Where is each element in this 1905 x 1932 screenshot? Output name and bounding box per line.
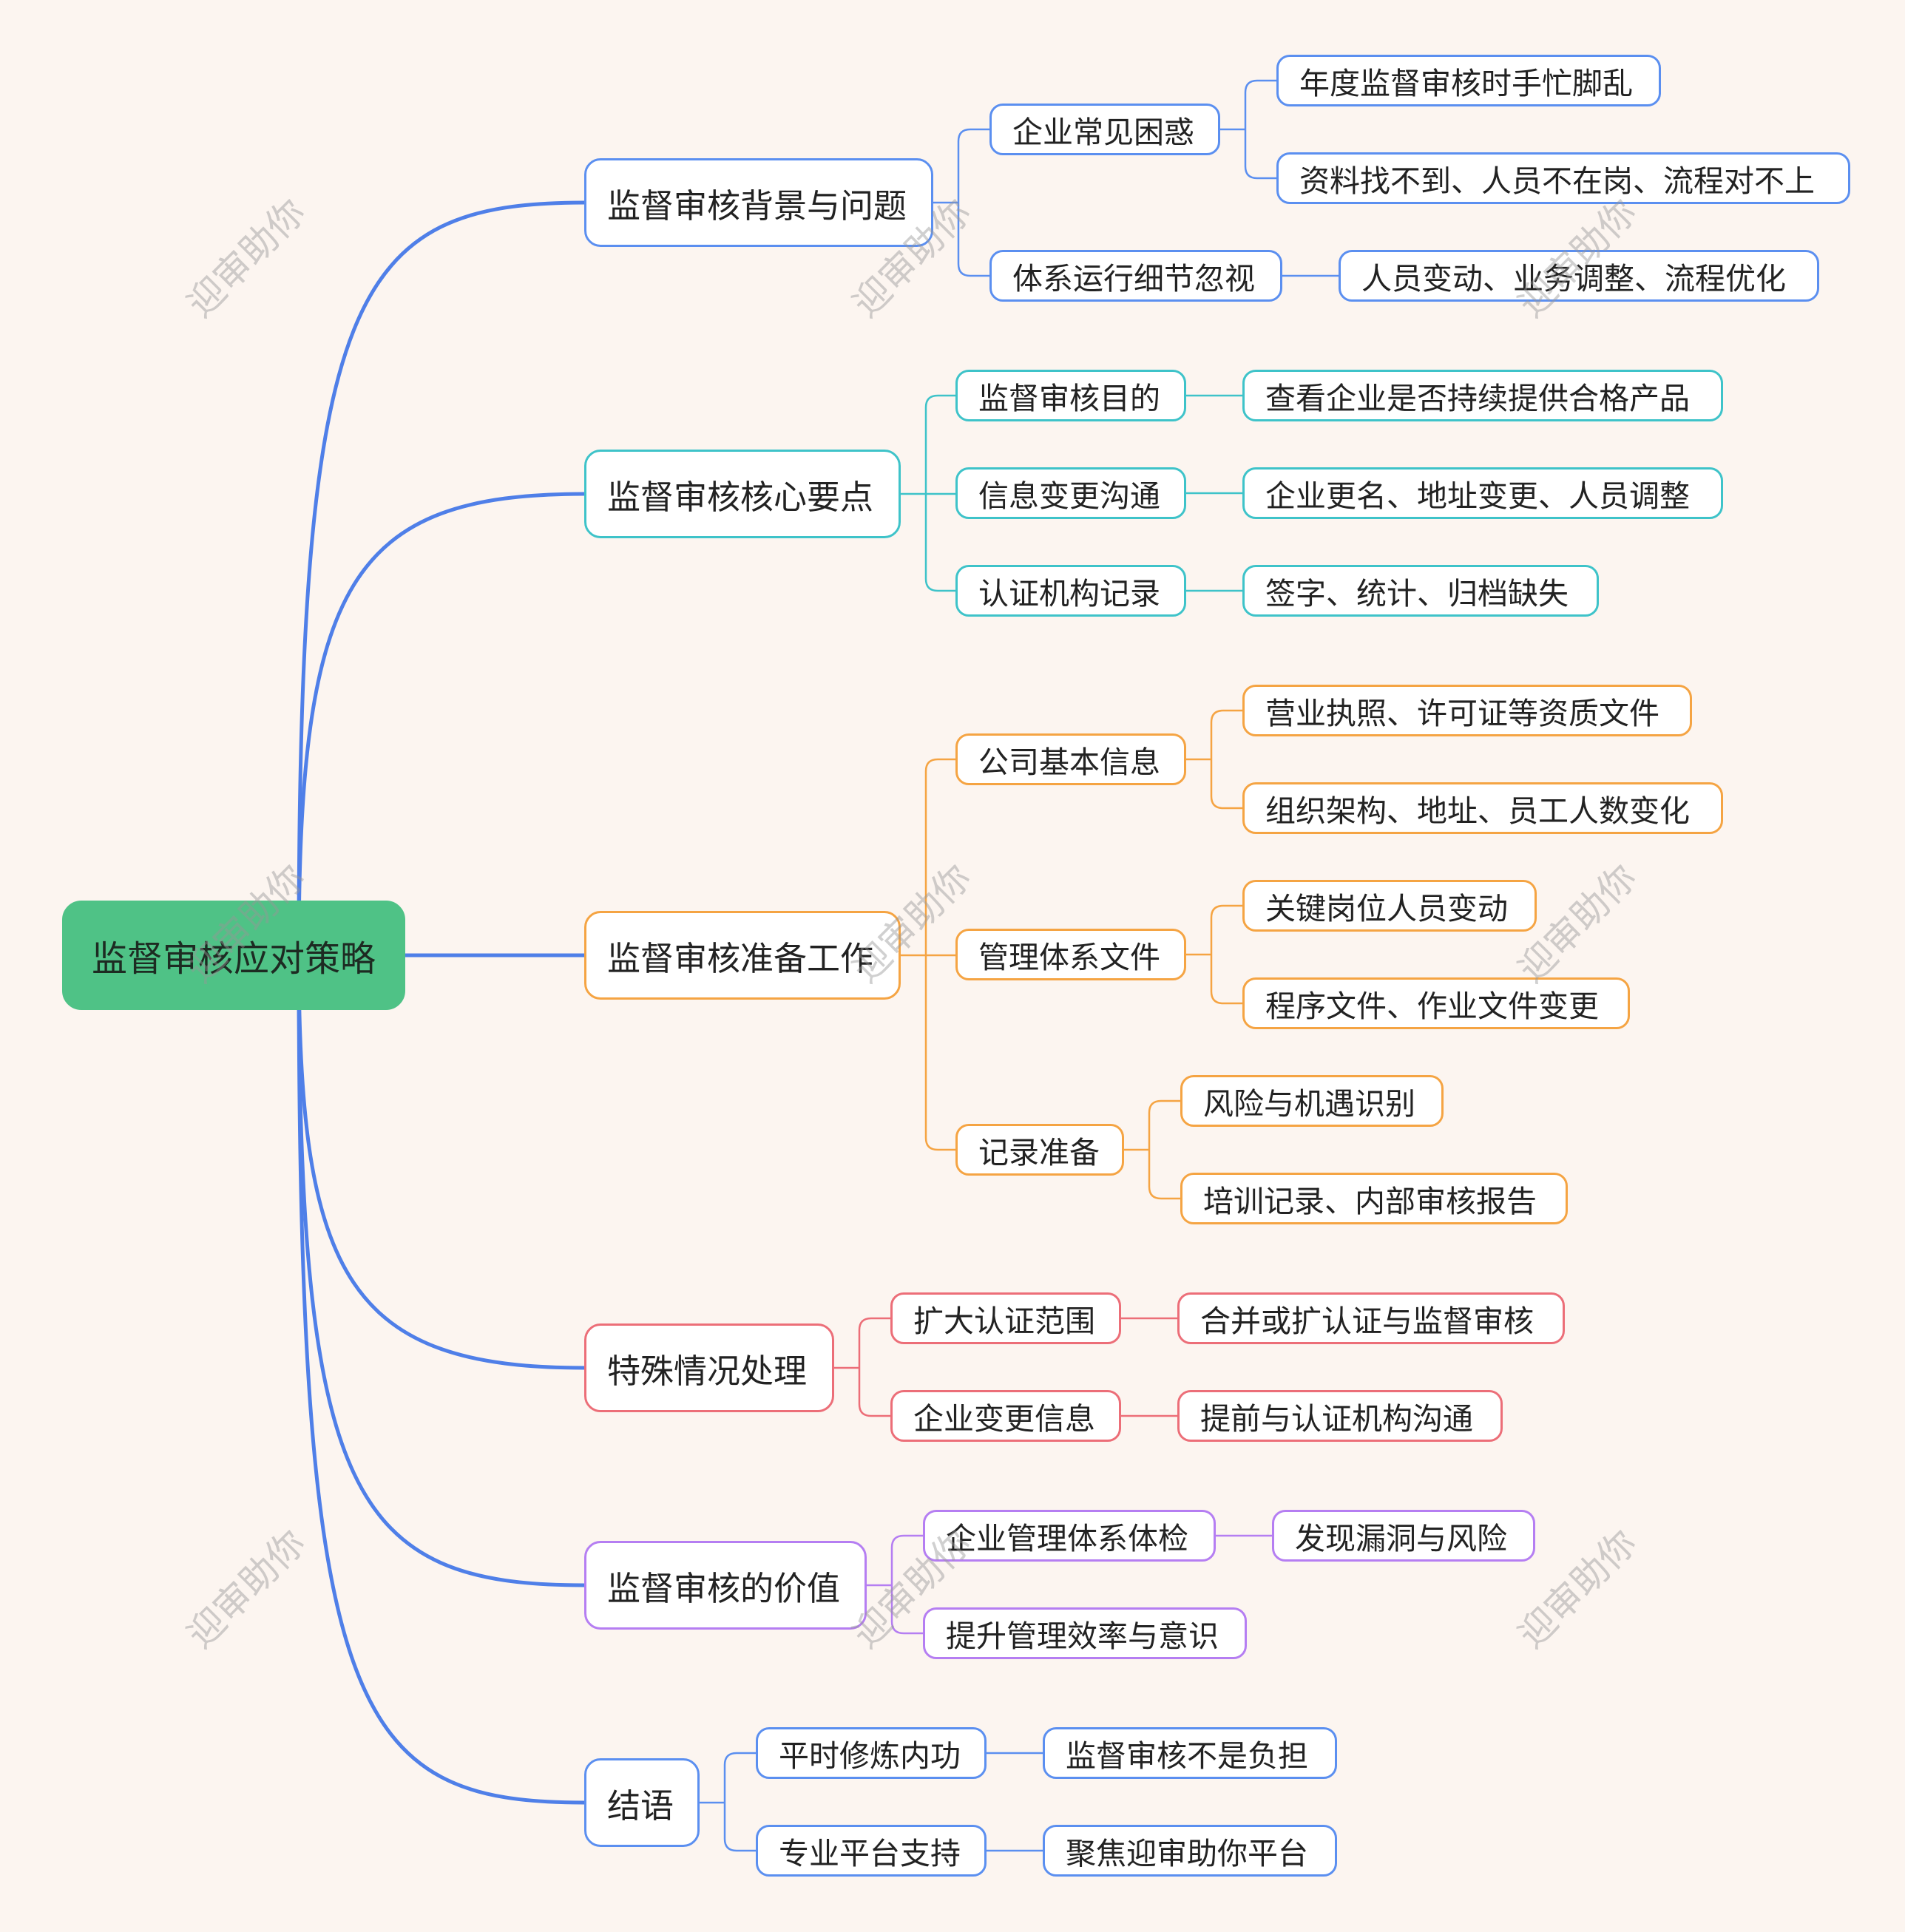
branch-5[interactable]: 结语	[584, 1758, 700, 1847]
branch-2-topic-0-leaf-1[interactable]: 组织架构、地址、员工人数变化	[1242, 782, 1723, 834]
trunk-link-5	[297, 955, 585, 1805]
root-topic[interactable]: 监督审核应对策略	[62, 901, 405, 1010]
branch-0-topic-0-link-0	[1244, 79, 1276, 129]
branch-1-topic-1-leaf-0[interactable]: 企业更名、地址变更、人员调整	[1242, 467, 1723, 519]
branch-0[interactable]: 监督审核背景与问题	[584, 158, 933, 247]
branch-3-link-0	[858, 1317, 890, 1368]
trunk-link-3	[297, 955, 585, 1370]
branch-1-link-0	[924, 394, 955, 494]
branch-4-link-1	[890, 1585, 923, 1635]
branch-0-link-1	[957, 203, 989, 277]
branch-2-topic-1-leaf-0[interactable]: 关键岗位人员变动	[1242, 880, 1537, 932]
branch-0-topic-0-leaf-0[interactable]: 年度监督审核时手忙脚乱	[1276, 55, 1661, 106]
branch-3-topic-0-leaf-0[interactable]: 合并或扩认证与监督审核	[1177, 1292, 1565, 1344]
branch-2-topic-0-link-0	[1210, 709, 1242, 759]
branch-1-topic-2-leaf-0[interactable]: 签字、统计、归档缺失	[1242, 565, 1599, 617]
branch-3[interactable]: 特殊情况处理	[584, 1323, 834, 1412]
branch-5-topic-1[interactable]: 专业平台支持	[756, 1825, 987, 1877]
branch-2-topic-1-link-1	[1210, 955, 1242, 1005]
branch-1-topic-2[interactable]: 认证机构记录	[955, 565, 1186, 617]
branch-0-topic-1[interactable]: 体系运行细节忽视	[989, 250, 1282, 302]
branch-4-topic-0[interactable]: 企业管理体系体检	[923, 1510, 1216, 1562]
branch-3-topic-1[interactable]: 企业变更信息	[890, 1390, 1121, 1442]
branch-2-topic-0[interactable]: 公司基本信息	[955, 733, 1186, 785]
branch-5-topic-1-leaf-0[interactable]: 聚焦迎审助你平台	[1043, 1825, 1337, 1877]
branch-2-topic-1-leaf-1[interactable]: 程序文件、作业文件变更	[1242, 977, 1630, 1029]
branch-5-link-0	[723, 1752, 756, 1803]
branch-1-link-2	[924, 494, 955, 592]
trunk-link-4	[297, 955, 585, 1587]
branch-5-topic-0-leaf-0[interactable]: 监督审核不是负担	[1043, 1727, 1337, 1779]
branch-2-topic-2-link-1	[1148, 1150, 1180, 1200]
trunk-link-1	[297, 492, 585, 956]
branch-3-link-1	[858, 1368, 890, 1417]
branch-0-topic-1-leaf-0[interactable]: 人员变动、业务调整、流程优化	[1339, 250, 1819, 302]
branch-2-topic-2-leaf-1[interactable]: 培训记录、内部审核报告	[1180, 1173, 1568, 1224]
branch-2-topic-2[interactable]: 记录准备	[955, 1124, 1124, 1176]
branch-1-topic-0[interactable]: 监督审核目的	[955, 370, 1186, 421]
branch-2-topic-2-leaf-0[interactable]: 风险与机遇识别	[1180, 1075, 1444, 1127]
branch-1-topic-0-leaf-0[interactable]: 查看企业是否持续提供合格产品	[1242, 370, 1723, 421]
branch-5-topic-0[interactable]: 平时修炼内功	[756, 1727, 987, 1779]
branch-2-topic-0-link-1	[1210, 759, 1242, 810]
branch-3-topic-0[interactable]: 扩大认证范围	[890, 1292, 1121, 1344]
trunk-link-0	[297, 200, 585, 956]
branch-2-topic-0-leaf-0[interactable]: 营业执照、许可证等资质文件	[1242, 685, 1692, 736]
branch-2[interactable]: 监督审核准备工作	[584, 911, 901, 1000]
branch-2-topic-1-link-0	[1210, 904, 1242, 955]
branch-1[interactable]: 监督审核核心要点	[584, 450, 901, 538]
branch-4-link-0	[890, 1534, 923, 1585]
branch-0-topic-0-leaf-1[interactable]: 资料找不到、人员不在岗、流程对不上	[1276, 152, 1850, 204]
branch-4-topic-0-leaf-0[interactable]: 发现漏洞与风险	[1272, 1510, 1535, 1562]
branch-1-topic-1[interactable]: 信息变更沟通	[955, 467, 1186, 519]
branch-4[interactable]: 监督审核的价值	[584, 1541, 867, 1630]
branch-3-topic-1-leaf-0[interactable]: 提前与认证机构沟通	[1177, 1390, 1503, 1442]
branch-2-link-2	[924, 955, 955, 1151]
branch-0-link-0	[957, 128, 989, 203]
branch-0-topic-0-link-1	[1244, 129, 1276, 180]
branch-0-topic-0[interactable]: 企业常见困惑	[989, 104, 1220, 155]
branch-2-topic-1[interactable]: 管理体系文件	[955, 929, 1186, 980]
branch-4-topic-1[interactable]: 提升管理效率与意识	[923, 1607, 1247, 1659]
branch-5-link-1	[723, 1803, 756, 1852]
branch-2-topic-2-link-0	[1148, 1099, 1180, 1150]
branch-2-link-0	[924, 758, 955, 955]
